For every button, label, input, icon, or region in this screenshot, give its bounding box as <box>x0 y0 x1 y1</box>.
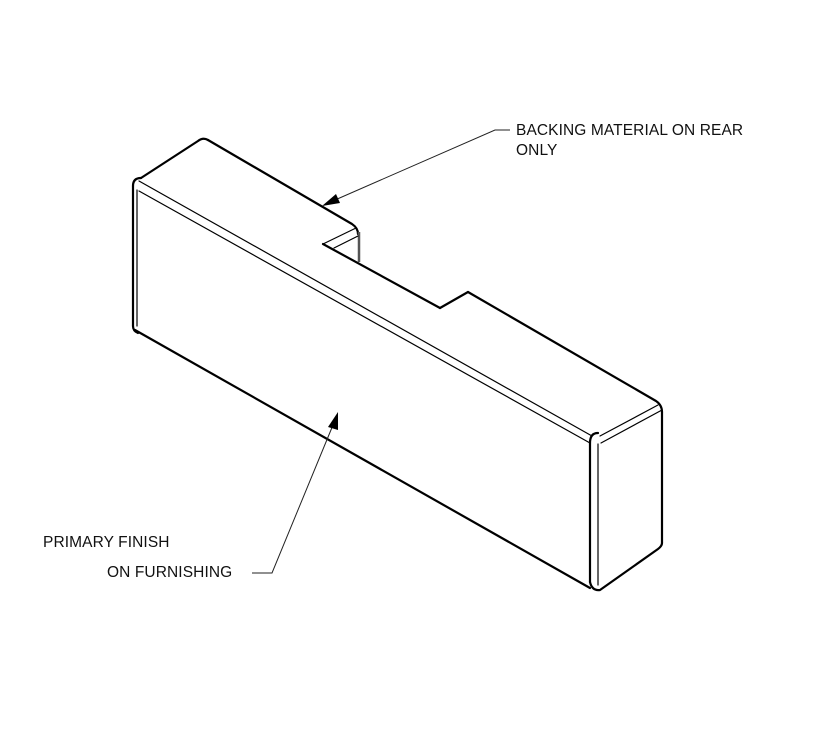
callout-backing-line2: ONLY <box>516 142 558 159</box>
arrowhead-icon <box>328 412 338 430</box>
arrowhead-icon <box>322 194 340 206</box>
leader-backing <box>322 129 510 206</box>
end-face <box>588 404 664 592</box>
callout-primary-finish-line2: ON FURNISHING <box>107 564 233 581</box>
callout-primary-finish-line1: PRIMARY FINISH <box>43 534 170 551</box>
callout-backing-material: BACKING MATERIAL ON REAR ONLY <box>516 121 743 161</box>
leader-primary <box>252 412 338 574</box>
callout-backing-line1: BACKING MATERIAL ON REAR <box>516 122 744 139</box>
top-face <box>131 137 664 444</box>
front-face <box>131 184 592 590</box>
